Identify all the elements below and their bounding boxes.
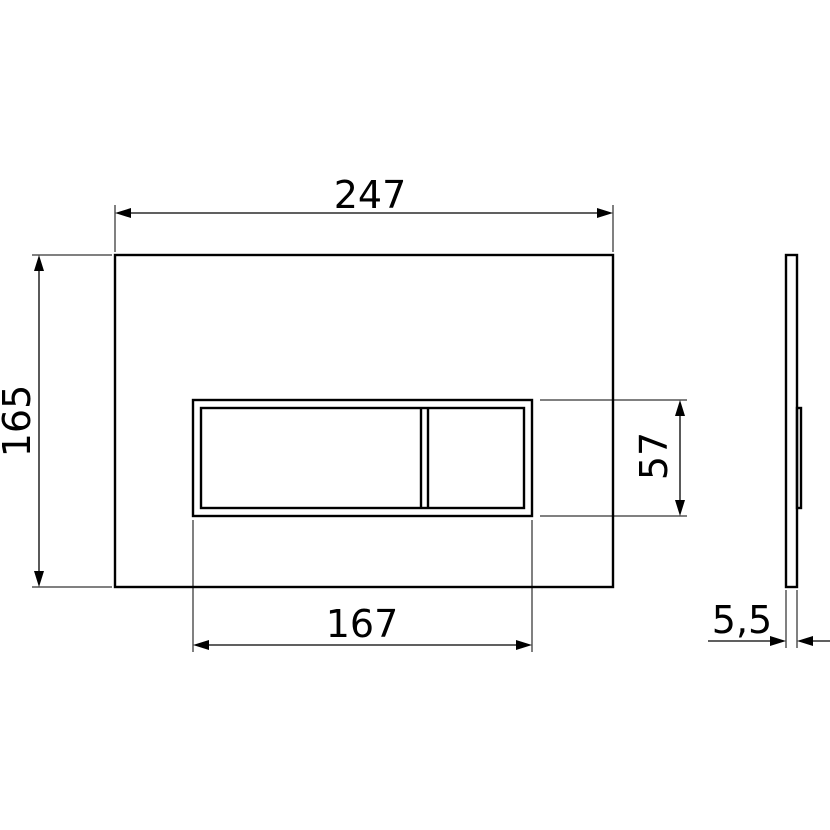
thickness-label: 5,5 bbox=[712, 598, 772, 642]
button-width-label: 167 bbox=[326, 602, 399, 646]
button-panel-outer-frame bbox=[191, 398, 534, 518]
button-panel-inner-frame bbox=[199, 406, 526, 510]
button-width-dimension: 167 bbox=[192, 520, 533, 652]
width-dimension: 247 bbox=[114, 173, 614, 252]
height-dimension: 165 bbox=[0, 254, 112, 588]
plate-outline bbox=[113, 253, 615, 589]
arrow-head bbox=[675, 500, 685, 516]
height-label: 165 bbox=[0, 385, 39, 458]
arrow-head bbox=[597, 208, 613, 218]
button-panel bbox=[191, 398, 534, 518]
side-view-button-profile bbox=[795, 406, 803, 510]
width-label: 247 bbox=[334, 173, 407, 217]
arrow-head bbox=[115, 208, 131, 218]
side-view bbox=[784, 253, 803, 589]
arrow-head bbox=[516, 640, 532, 650]
arrow-head bbox=[675, 400, 685, 416]
arrow-head bbox=[797, 636, 813, 646]
side-view-plate bbox=[784, 253, 799, 589]
button-height-dimension: 57 bbox=[540, 399, 687, 517]
arrow-head bbox=[34, 571, 44, 587]
arrow-head bbox=[770, 636, 786, 646]
thickness-dimension: 5,5 bbox=[708, 590, 830, 648]
arrow-head bbox=[34, 255, 44, 271]
arrow-head bbox=[193, 640, 209, 650]
button-height-label: 57 bbox=[632, 432, 676, 480]
